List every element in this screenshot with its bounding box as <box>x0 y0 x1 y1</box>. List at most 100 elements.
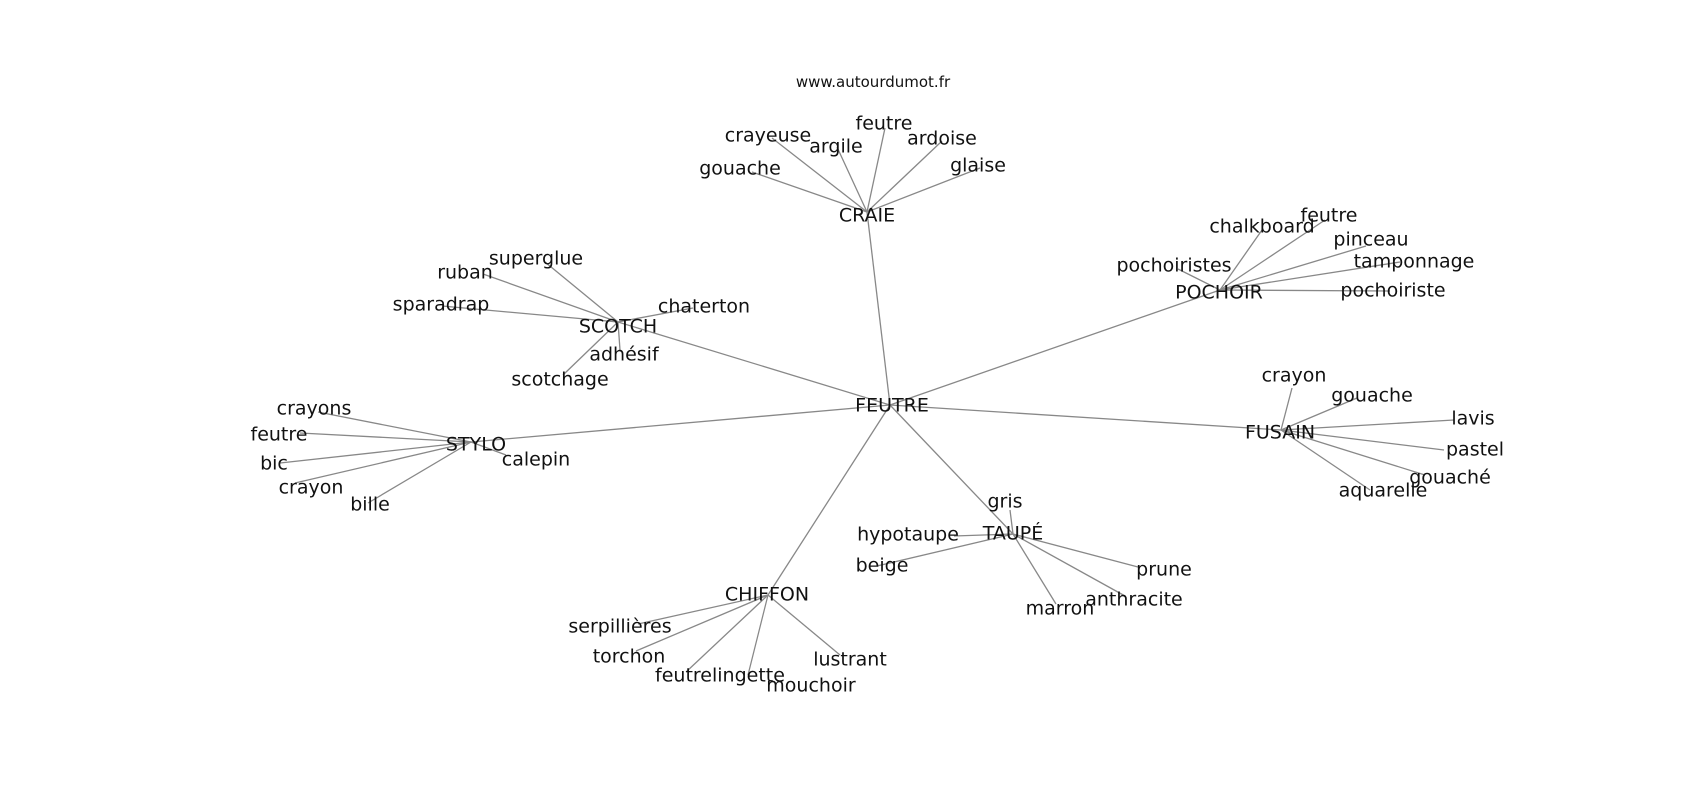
word-node[interactable]: feutre <box>1301 205 1358 227</box>
word-node[interactable]: gris <box>987 491 1022 513</box>
edge-fusain-5 <box>1280 429 1371 491</box>
hub-node[interactable]: CRAIE <box>839 205 895 227</box>
edge-fusain-0 <box>1280 387 1293 431</box>
word-node[interactable]: chaterton <box>658 296 750 318</box>
word-node[interactable]: crayons <box>277 398 352 420</box>
hub-node[interactable]: TAUPÉ <box>982 522 1044 545</box>
word-node[interactable]: mouchoir <box>766 675 856 697</box>
hub-node[interactable]: POCHOIR <box>1175 282 1263 304</box>
word-node[interactable]: prune <box>1136 559 1192 581</box>
word-node[interactable]: gouaché <box>1409 467 1491 489</box>
word-node[interactable]: pochoiriste <box>1340 280 1445 302</box>
edge-chiffon-0 <box>637 594 769 625</box>
word-node[interactable]: beige <box>856 555 909 577</box>
center-node[interactable]: FEUTRE <box>855 395 929 417</box>
word-node[interactable]: gouache <box>699 158 781 180</box>
word-node[interactable]: sparadrap <box>393 294 490 316</box>
hub-node[interactable]: STYLO <box>446 434 506 456</box>
word-node[interactable]: aquarelle <box>1339 480 1428 502</box>
edge-stylo-2 <box>279 441 472 464</box>
edge-pochoir-1 <box>1219 219 1326 291</box>
edge-scotch-3 <box>617 307 694 323</box>
edge-taupé-5 <box>1012 533 1057 605</box>
word-node[interactable]: ardoise <box>907 128 977 150</box>
word-node[interactable]: crayeuse <box>725 125 811 147</box>
word-node[interactable]: bille <box>350 494 390 516</box>
word-node[interactable]: tamponnage <box>1354 251 1475 273</box>
edge-taupé-4 <box>1012 533 1126 597</box>
edge-taupé-1 <box>953 533 1014 537</box>
edge-chiffon-3 <box>747 594 769 676</box>
word-node[interactable]: feutre <box>856 113 913 135</box>
edge-stylo-1 <box>299 432 472 443</box>
edge-pochoir-3 <box>1219 261 1401 291</box>
word-node[interactable]: pochoiristes <box>1116 255 1231 277</box>
word-node[interactable]: crayon <box>1262 365 1327 387</box>
word-node[interactable]: ruban <box>437 262 493 284</box>
edge-scotch-1 <box>482 273 619 323</box>
center-to-fusain-edge <box>889 404 1282 431</box>
center-to-pochoir-edge <box>889 289 1221 406</box>
edge-scotch-0 <box>544 261 619 323</box>
edge-stylo-4 <box>367 441 472 504</box>
edge-scotch-5 <box>562 321 619 376</box>
word-node[interactable]: calepin <box>502 449 570 471</box>
word-node[interactable]: pinceau <box>1333 229 1408 251</box>
word-node[interactable]: scotchage <box>511 369 608 391</box>
word-node[interactable]: pastel <box>1446 439 1504 461</box>
hub-node[interactable]: CHIFFON <box>725 584 809 606</box>
edge-scotch-2 <box>441 305 619 323</box>
word-node[interactable]: argile <box>809 136 862 158</box>
edge-taupé-3 <box>1012 533 1139 568</box>
edge-pochoir-2 <box>1219 245 1367 291</box>
center-to-stylo-edge <box>470 404 891 443</box>
word-node[interactable]: feutrelingette <box>655 665 785 687</box>
edge-fusain-4 <box>1280 429 1426 476</box>
edge-fusain-1 <box>1280 397 1358 431</box>
word-node[interactable]: glaise <box>950 155 1006 177</box>
edge-craie-0 <box>751 171 868 213</box>
word-node[interactable]: torchon <box>593 646 666 668</box>
word-node[interactable]: feutre <box>251 424 308 446</box>
center-to-chiffon-edge <box>767 404 891 596</box>
site-title[interactable]: www.autourdumot.fr <box>795 73 951 91</box>
word-node[interactable]: crayon <box>279 477 344 499</box>
center-to-taupé-edge <box>889 404 1014 535</box>
word-node[interactable]: bic <box>260 453 288 475</box>
edge-craie-2 <box>836 146 868 213</box>
edge-pochoir-5 <box>1219 289 1391 292</box>
edge-stylo-0 <box>317 411 472 443</box>
edge-stylo-3 <box>294 441 472 484</box>
edge-chiffon-2 <box>685 594 769 673</box>
edge-taupé-2 <box>876 533 1014 567</box>
word-node[interactable]: hypotaupe <box>857 524 959 546</box>
word-node[interactable]: gouache <box>1331 385 1413 407</box>
center-to-scotch-edge <box>617 321 891 406</box>
edge-craie-3 <box>866 127 886 213</box>
word-node[interactable]: lustrant <box>813 649 887 671</box>
word-node[interactable]: serpillières <box>568 616 671 638</box>
word-node[interactable]: adhésif <box>589 344 660 366</box>
word-node[interactable]: anthracite <box>1085 589 1183 611</box>
graph-edges <box>279 127 1455 676</box>
hub-node[interactable]: FUSAIN <box>1245 422 1315 444</box>
edge-fusain-2 <box>1280 419 1455 431</box>
edge-pochoir-0 <box>1219 229 1263 291</box>
word-node[interactable]: lavis <box>1451 408 1494 430</box>
word-node[interactable]: superglue <box>489 248 583 270</box>
graph-labels: FEUTRE gouachecrayeuseargilefeutreardois… <box>251 113 1505 697</box>
word-node[interactable]: chalkboard <box>1209 216 1314 238</box>
edge-craie-5 <box>866 167 981 213</box>
edge-craie-1 <box>771 137 868 213</box>
edge-scotch-4 <box>617 321 621 351</box>
edge-taupé-0 <box>1009 509 1014 535</box>
edge-stylo-5 <box>470 441 507 456</box>
edge-chiffon-4 <box>767 594 841 656</box>
hub-node[interactable]: SCOTCH <box>579 316 657 338</box>
edge-pochoir-4 <box>1177 268 1221 291</box>
edge-fusain-3 <box>1280 429 1445 451</box>
center-to-craie-edge <box>866 211 891 406</box>
edge-craie-4 <box>866 140 943 213</box>
word-node[interactable]: marron <box>1026 598 1095 620</box>
